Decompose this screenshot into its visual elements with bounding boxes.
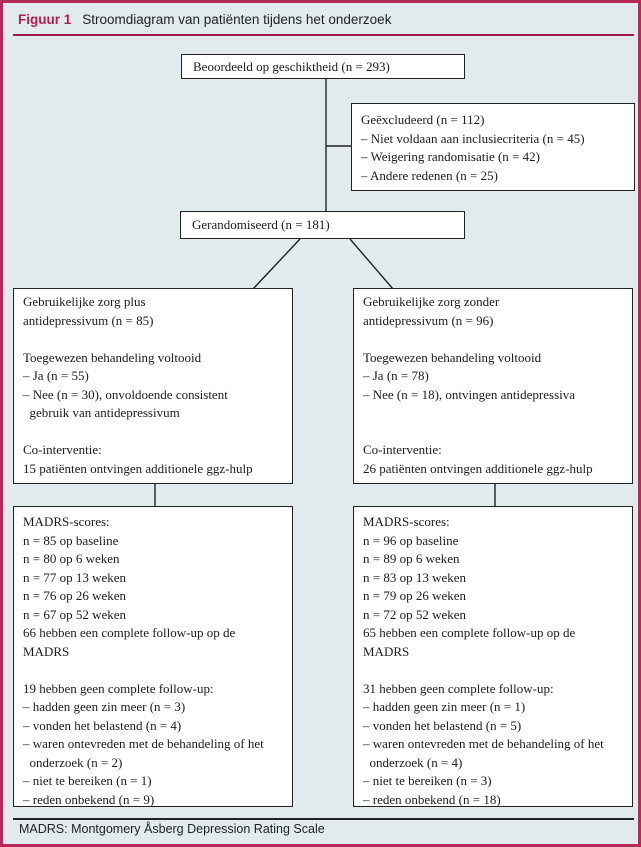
box-text-line: MADRS [23, 643, 70, 659]
box-text-line: MADRS-scores: [363, 514, 450, 529]
box-text-line: n = 89 op 6 weken [363, 551, 460, 566]
box-text-line: MADRS [363, 643, 410, 659]
box-text-line [23, 330, 288, 349]
box-text-line: – waren ontevreden met de behandeling of… [23, 736, 264, 751]
box-text-line: – niet te bereiken (n = 1) [23, 773, 152, 788]
box-text-line: – hadden geen zin meer (n = 1) [363, 699, 526, 714]
box-text-line: 26 patiënten ontvingen additionele ggz-h… [363, 460, 593, 476]
box-text-line: n = 67 op 52 weken [23, 606, 127, 622]
figure-number: Figuur 1 [18, 12, 72, 27]
figure-header: Figuur 1 Stroomdiagram van patiënten tij… [18, 12, 626, 27]
control-arm-box: Gebruikelijke zorg zonder antidepressivum… [353, 288, 633, 484]
flow-diagram: Figuur 1 Stroomdiagram van patiënten tij… [3, 3, 638, 844]
box-text-line: onderzoek (n = 2) [23, 754, 123, 770]
box-text-line: n = 96 op baseline [363, 532, 459, 548]
footnote: MADRS: Montgomery Åsberg Depression Rati… [19, 822, 325, 836]
box-text-line [363, 404, 628, 423]
figure-title: Stroomdiagram van patiënten tijdens het … [82, 12, 392, 27]
box-text-line: n = 83 op 13 weken [363, 569, 467, 585]
box-text-line: Toegewezen behandeling voltooid [363, 349, 542, 365]
box-text-line: – vonden het belastend (n = 5) [363, 717, 522, 733]
header-rule [13, 34, 634, 36]
box-text-line: 31 hebben geen complete follow-up: [363, 680, 554, 696]
box-text-line: – niet te bereiken (n = 3) [363, 773, 492, 788]
randomized-box: Gerandomiseerd (n = 181) [180, 211, 465, 239]
box-text-line: – Niet voldaan aan inclusiecriteria (n =… [361, 130, 585, 146]
footnote-rule [13, 818, 634, 820]
excluded-box: Geëxcludeerd (n = 112) – Niet voldaan aan… [351, 103, 635, 191]
box-text-line: – reden onbekend (n = 9) [23, 791, 155, 807]
box-text-line: n = 85 op baseline [23, 532, 119, 548]
assessed-box: Beoordeeld op geschiktheid (n = 293) [181, 54, 465, 79]
box-text-line: Co-interventie: [23, 442, 102, 457]
randomized-text: Gerandomiseerd (n = 181) [192, 217, 330, 232]
box-text-line: Co-interventie: [363, 442, 442, 457]
intervention-arm-box: Gebruikelijke zorg plus antidepressivum (… [13, 288, 293, 484]
box-text-line: Gebruikelijke zorg plus [23, 294, 146, 309]
assessed-text: Beoordeeld op geschiktheid (n = 293) [193, 58, 390, 74]
box-text-line: Geëxcludeerd (n = 112) [361, 112, 485, 127]
box-text-line: n = 76 op 26 weken [23, 588, 127, 603]
box-text-line: – Nee (n = 18), ontvingen antidepressiva [363, 386, 576, 402]
box-text-line: – Ja (n = 78) [363, 368, 429, 383]
box-text-line: antidepressivum (n = 96) [363, 312, 494, 328]
connector-lines [154, 78, 496, 507]
box-text-line: onderzoek (n = 4) [363, 754, 463, 770]
box-text-line: – waren ontevreden met de behandeling of… [363, 736, 604, 751]
box-text-line: 65 hebben een complete follow-up op de [363, 625, 576, 640]
box-text-line: n = 77 op 13 weken [23, 569, 127, 585]
box-text-line: n = 80 op 6 weken [23, 551, 120, 566]
box-text-line: – hadden geen zin meer (n = 3) [23, 699, 186, 714]
box-text-line: antidepressivum (n = 85) [23, 312, 154, 328]
control-madrs-box: MADRS-scores: n = 96 op baseline n = 89 op… [353, 506, 633, 807]
box-text-line: – Andere redenen (n = 25) [361, 167, 498, 183]
box-text-line: – vonden het belastend (n = 4) [23, 717, 182, 733]
box-text-line: – Nee (n = 30), onvoldoende consistent [23, 386, 228, 402]
box-text-line: – Ja (n = 55) [23, 368, 89, 383]
box-text-line [23, 661, 288, 680]
box-text-line: – reden onbekend (n = 18) [363, 791, 501, 807]
box-text-line: Gebruikelijke zorg zonder [363, 294, 500, 309]
box-text-line [363, 423, 628, 442]
box-text-line: Toegewezen behandeling voltooid [23, 349, 202, 365]
box-text-line: gebruik van antidepressivum [23, 405, 180, 420]
intervention-madrs-box: MADRS-scores: n = 85 op baseline n = 80 op… [13, 506, 293, 807]
box-text-line [363, 661, 628, 680]
box-text-line [363, 330, 628, 349]
box-text-line: n = 79 op 26 weken [363, 588, 467, 603]
box-text-line: 66 hebben een complete follow-up op de [23, 625, 236, 640]
box-text-line: n = 72 op 52 weken [363, 606, 467, 622]
box-text-line: 15 patiënten ontvingen additionele ggz-h… [23, 460, 253, 476]
box-text-line: 19 hebben geen complete follow-up: [23, 680, 214, 696]
box-text-line: MADRS-scores: [23, 514, 110, 529]
box-text-line: – Weigering randomisatie (n = 42) [361, 149, 540, 164]
box-text-line [23, 423, 288, 442]
